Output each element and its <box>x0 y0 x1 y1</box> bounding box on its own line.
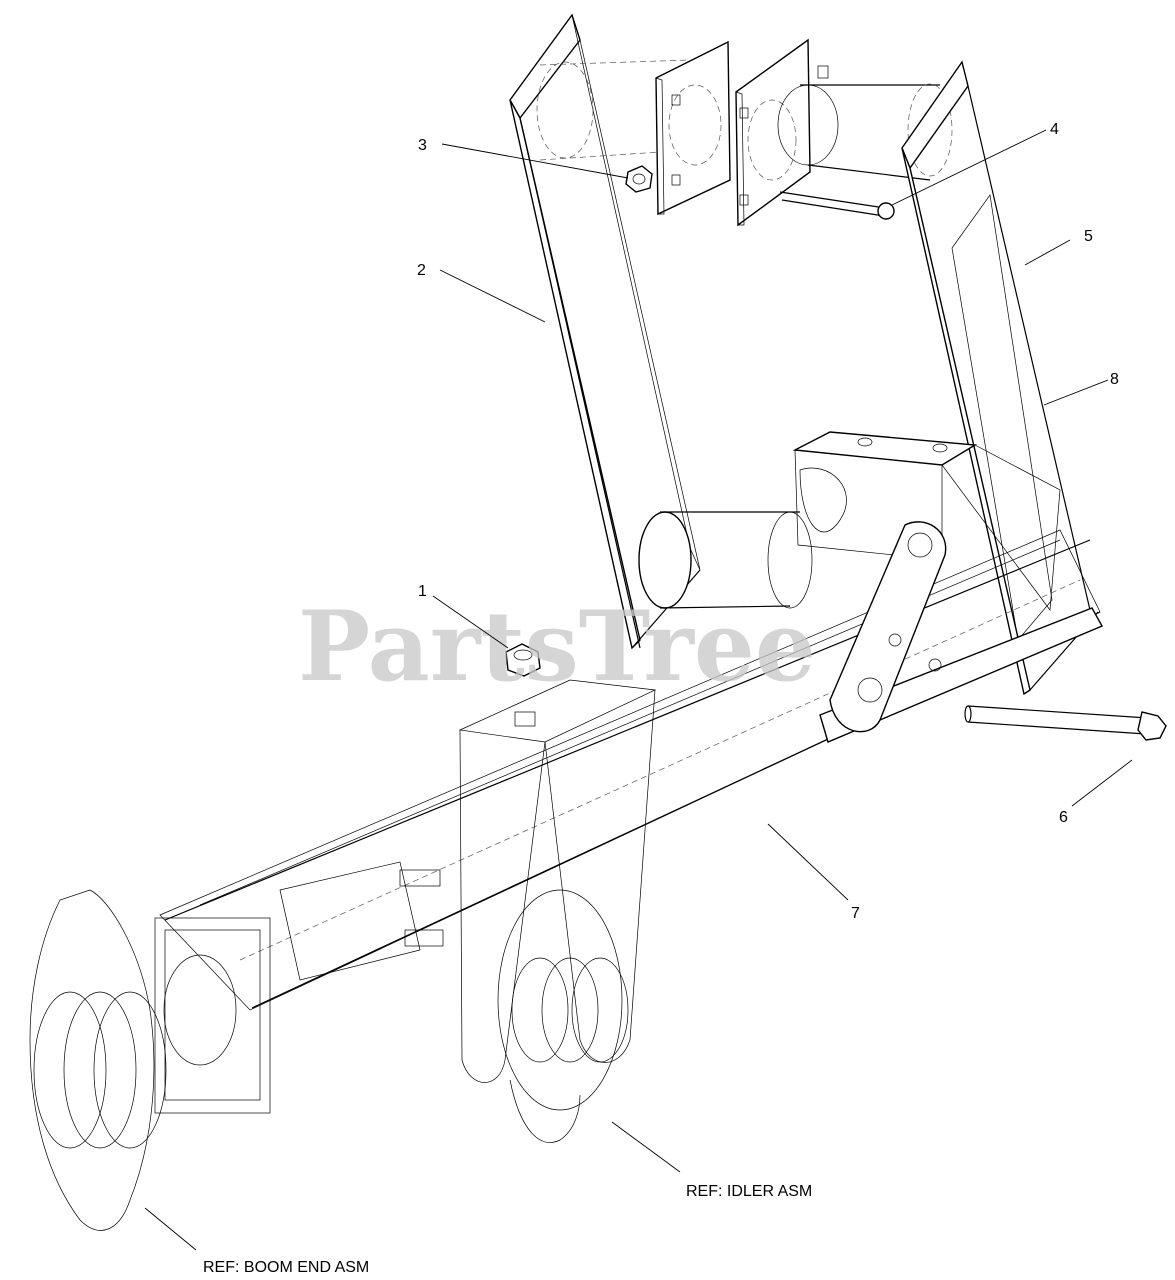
callout-8: 8 <box>1110 371 1119 388</box>
idler-bracket <box>458 679 657 1083</box>
pivot-block <box>792 431 1061 611</box>
link-plate <box>829 521 947 733</box>
right-arm-plate <box>901 60 1099 696</box>
right-mount-plate <box>735 38 829 227</box>
lower-cross-tube <box>638 511 813 609</box>
leader-lines <box>144 129 1133 1251</box>
callout-5: 5 <box>1084 228 1093 245</box>
pin-part-4 <box>779 191 895 220</box>
boom-end-sprocket <box>29 889 167 1231</box>
boom-beam <box>159 529 1103 1011</box>
ref-boom-end-label: REF: BOOM END ASM <box>203 1259 369 1276</box>
callout-7: 7 <box>851 905 860 922</box>
bolt-part-6 <box>964 705 1167 741</box>
callout-6: 6 <box>1059 809 1068 826</box>
boom-end-housing <box>154 861 444 1114</box>
left-mount-plate <box>655 40 731 216</box>
ref-idler-label: REF: IDLER ASM <box>686 1183 812 1200</box>
callout-2: 2 <box>417 262 426 279</box>
nut-part-1 <box>505 643 541 677</box>
watermark-text: PartsTree <box>298 590 816 703</box>
callout-3: 3 <box>418 137 427 154</box>
left-arm-plate <box>509 13 701 650</box>
callout-4: 4 <box>1050 121 1059 138</box>
nut-part-3 <box>625 165 653 193</box>
callout-1: 1 <box>418 583 427 600</box>
idler-sprocket <box>497 889 629 1143</box>
